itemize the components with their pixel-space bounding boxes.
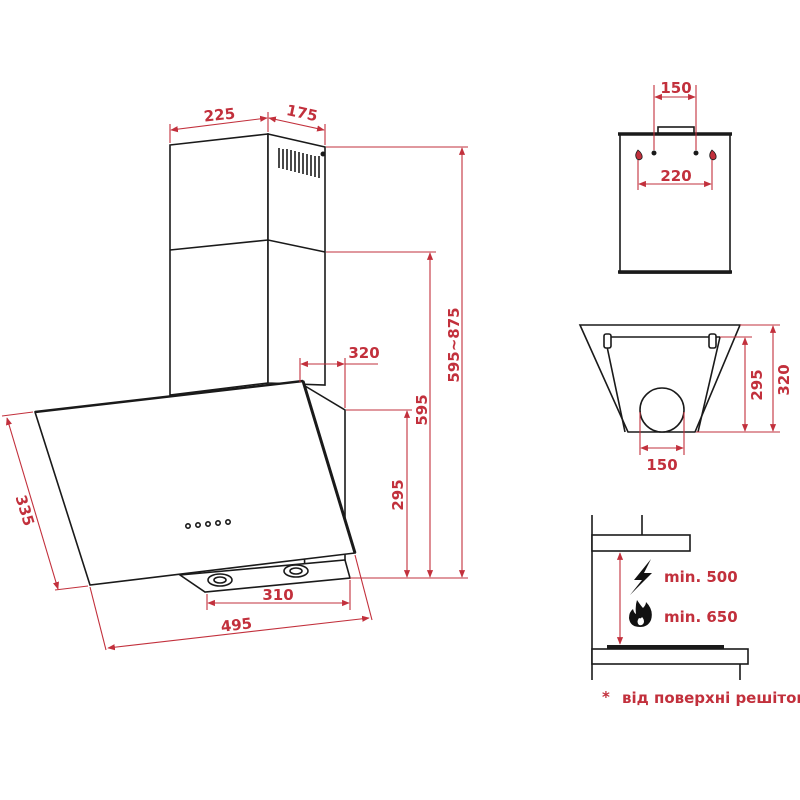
dim-495: 495: [220, 614, 253, 635]
mount-hole-icon: [635, 149, 643, 161]
dim-220: 220: [660, 167, 691, 185]
min-500-label: min. 500: [664, 568, 738, 586]
footnote-text: від поверхні решіток: [622, 689, 800, 707]
top-view: 150 220: [618, 79, 732, 274]
outlet-circle: [639, 387, 685, 433]
dim-175: 175: [285, 101, 319, 125]
dim-225: 225: [203, 104, 236, 125]
min-650-label: min. 650: [664, 608, 738, 626]
dimension-labels-side: 225 175 595~875 595 295 320 310 495 335: [12, 101, 463, 636]
gas-flame-icon: [629, 600, 652, 627]
footnote-marker: *: [602, 688, 610, 706]
dim-150-front: 150: [646, 456, 677, 474]
dimension-lines-side: [1, 112, 468, 651]
glass-panel: [33, 379, 357, 586]
installation-diagram: min. 500 min. 650 * від поверхні решіток: [591, 515, 800, 707]
dim-595-875: 595~875: [445, 307, 463, 382]
front-view: 295 320 150: [578, 324, 793, 474]
mount-hole-icon: [709, 149, 717, 161]
dim-310: 310: [262, 586, 293, 604]
dim-320-front: 320: [775, 364, 793, 395]
dim-150-outlet: 150: [660, 79, 691, 97]
filter-icon: [207, 564, 309, 587]
vent-grille-icon: [278, 148, 326, 178]
dim-295: 295: [389, 479, 407, 510]
electric-lightning-icon: [630, 559, 652, 595]
dim-320: 320: [348, 344, 379, 362]
dim-295-front: 295: [748, 369, 766, 400]
dim-335: 335: [12, 493, 38, 528]
chimney: [169, 132, 326, 396]
dim-595: 595: [413, 394, 431, 425]
control-buttons: [185, 518, 232, 529]
